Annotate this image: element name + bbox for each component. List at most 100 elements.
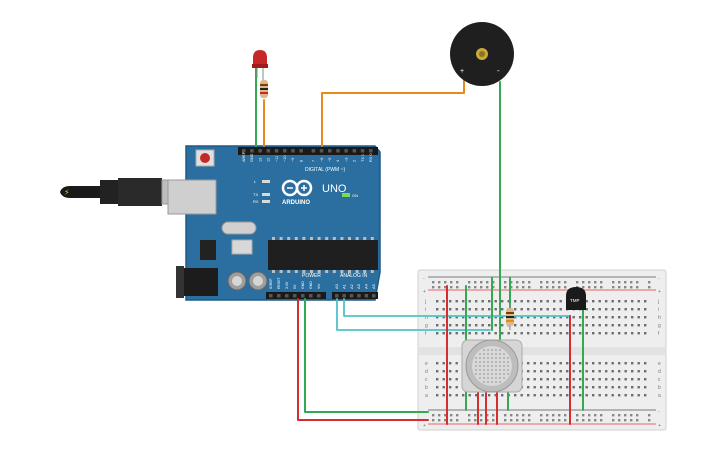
digital-pin-hole[interactable] [250, 149, 254, 153]
digital-pin-hole[interactable] [274, 149, 279, 153]
row-letter: b [658, 385, 661, 391]
center-channel [418, 347, 666, 355]
digital-pin-label: ~5 [328, 158, 332, 162]
piezo-buzzer[interactable]: + - [450, 22, 514, 86]
digital-pin-label: 12 [267, 158, 271, 162]
power-pins-label: POWER [302, 273, 321, 279]
power-pin-hole[interactable] [293, 294, 297, 298]
row-letter: c [658, 377, 661, 383]
analog-pin-hole[interactable] [335, 294, 339, 298]
voltage-regulator [200, 240, 216, 260]
wire-a0[interactable] [336, 298, 491, 331]
digital-pin-hole[interactable] [352, 149, 357, 153]
main-holes [436, 300, 647, 397]
digital-pin-hole[interactable] [360, 149, 365, 153]
breadboard-resistor[interactable] [506, 304, 514, 330]
led-resistor[interactable] [260, 80, 268, 98]
atmega-chip [268, 240, 378, 270]
analog-pin-label: A0 [334, 283, 339, 289]
row-letter: f [658, 331, 660, 337]
digital-pin-hole[interactable] [283, 149, 287, 153]
arduino-uno-board[interactable]: ⚡ [60, 145, 381, 301]
analog-pin-label: A1 [341, 283, 346, 289]
wire-gnd[interactable] [304, 298, 429, 413]
analog-pin-hole[interactable] [349, 294, 354, 298]
rail-sign-bottom-plus-right: + [658, 423, 661, 429]
bottom-pin-holes[interactable] [269, 294, 376, 298]
digital-pin-label: 4 [336, 160, 340, 162]
crystal-oscillator [221, 221, 257, 235]
wires[interactable] [255, 67, 584, 425]
l-led-label: L [254, 179, 257, 184]
analog-pin-hole[interactable] [342, 294, 346, 298]
rail-sign-bottom-minus-right: - [658, 409, 660, 415]
rail-sign-top-minus-right: - [658, 276, 660, 282]
rail-sign-bottom-plus: + [423, 423, 426, 429]
digital-pin-label: 2 [353, 160, 357, 162]
digital-pin-label: GND [250, 153, 254, 162]
digital-pin-hole[interactable] [242, 149, 246, 153]
wire-5v[interactable] [297, 298, 429, 421]
analog-header[interactable] [332, 292, 378, 299]
power-pin-hole[interactable] [269, 294, 273, 298]
temperature-sensor[interactable]: TMP [566, 287, 586, 310]
digital-pin-hole[interactable] [344, 149, 348, 153]
wire-buzzer-signal[interactable] [321, 77, 465, 147]
wire-a1[interactable] [343, 298, 571, 317]
row-letter: e [425, 361, 428, 367]
digital-pin-label: ~10 [283, 156, 287, 162]
digital-pin-hole[interactable] [328, 149, 332, 153]
digital-header[interactable] [238, 147, 378, 155]
digital-pin-hole[interactable] [311, 149, 316, 153]
analog-pin-hole[interactable] [372, 294, 376, 298]
digital-pin-hole[interactable] [258, 149, 262, 153]
power-pin-hole[interactable] [285, 294, 289, 298]
buzzer-plus-label: + [460, 68, 464, 75]
power-pin-hole[interactable] [277, 294, 281, 298]
arduino-model: UNO [322, 183, 347, 195]
arduino-brand: ARDUINO [282, 200, 310, 206]
small-chip [231, 239, 253, 255]
digital-pin-label: ~9 [291, 158, 295, 162]
reset-button[interactable] [195, 149, 215, 167]
digital-pin-holes[interactable] [242, 149, 373, 153]
rail-sign-top-minus: - [423, 276, 425, 282]
digital-pin-label: ~3 [344, 158, 348, 162]
row-letter: e [658, 361, 661, 367]
usb-b-port [167, 179, 217, 215]
power-pin-hole[interactable] [309, 294, 313, 298]
row-letter: d [658, 369, 661, 375]
row-letter: i [425, 307, 426, 313]
digital-pin-hole[interactable] [369, 149, 373, 153]
chip-legs [272, 237, 374, 273]
digital-pin-hole[interactable] [266, 149, 271, 153]
power-jack [176, 266, 218, 298]
rx-led-label: RX [253, 199, 259, 204]
digital-pin-hole[interactable] [319, 149, 324, 153]
gas-sensor[interactable] [461, 339, 523, 393]
row-letter: a [658, 393, 661, 399]
digital-pin-hole[interactable] [299, 149, 303, 153]
digital-pin-label: 7 [312, 160, 316, 162]
analog-pin-hole[interactable] [357, 294, 361, 298]
row-letter: i [658, 307, 659, 313]
tx-led-label: TX [253, 192, 258, 197]
l-led [262, 180, 270, 183]
buzzer-minus-label: - [497, 66, 500, 75]
digital-pin-hole[interactable] [291, 149, 295, 153]
digital-pin-hole[interactable] [336, 149, 340, 153]
on-led-label: ON [352, 193, 358, 198]
on-led [342, 193, 350, 197]
power-pin-label: GND [309, 281, 313, 289]
analog-pin-hole[interactable] [364, 294, 369, 298]
digital-pin-label: ~6 [320, 158, 324, 162]
red-led[interactable] [252, 50, 268, 80]
row-letter: b [425, 385, 428, 391]
power-pin-hole[interactable] [301, 294, 305, 298]
power-pin-hole[interactable] [317, 294, 321, 298]
rx-led [262, 200, 270, 203]
